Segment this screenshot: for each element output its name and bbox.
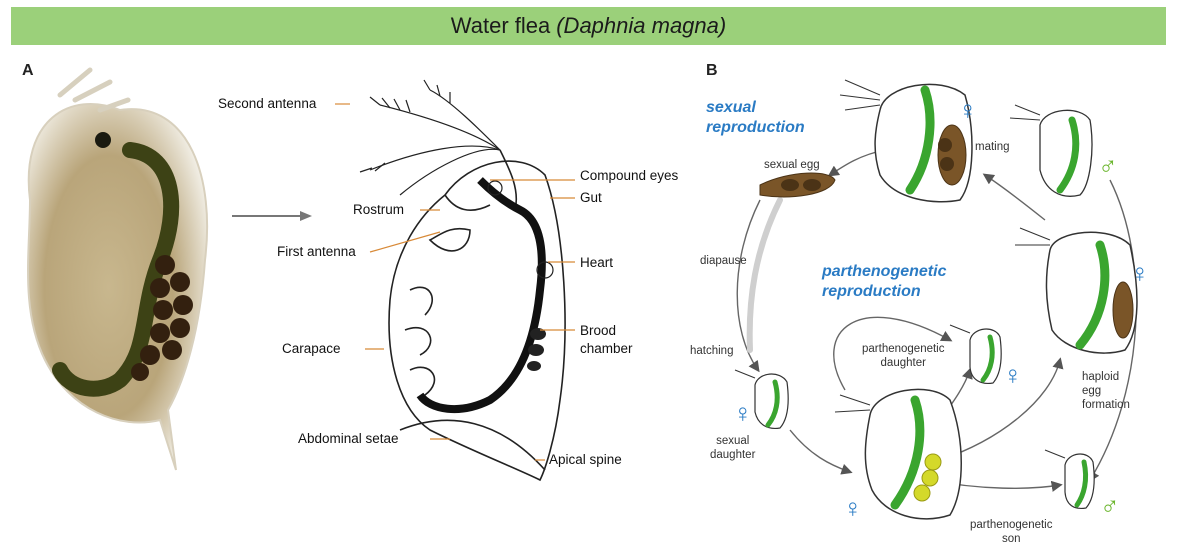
- label-sexual-egg: sexual egg: [764, 158, 820, 172]
- female-symbol-parthenogenetic-daughter: ♀: [1003, 360, 1023, 391]
- label-parthenogenetic-reproduction: parthenogenetic reproduction: [822, 262, 946, 302]
- label-parthenogenetic-son: parthenogenetic son: [970, 518, 1052, 546]
- daphnia-parthenogenetic-son: [1045, 450, 1094, 508]
- label-haploid-egg-formation: haploid egg formation: [1082, 370, 1130, 412]
- female-symbol-sexual-daughter: ♀: [733, 398, 753, 429]
- daphnia-female-mating: [840, 80, 972, 202]
- label-hatching: hatching: [690, 344, 733, 358]
- male-symbol-top: ♂: [1098, 150, 1118, 181]
- female-symbol-haploid: ♀: [1130, 258, 1150, 289]
- label-parthenogenetic-daughter: parthenogenetic daughter: [862, 342, 944, 370]
- label-diapause: diapause: [700, 254, 747, 268]
- daphnia-parthenogenetic-daughter: [950, 325, 1001, 383]
- female-symbol-parthenogenetic: ♀: [843, 493, 863, 524]
- label-sexual-reproduction: sexual reproduction: [706, 98, 805, 138]
- label-mating: mating: [975, 140, 1010, 154]
- label-sexual-daughter: sexual daughter: [710, 434, 755, 462]
- daphnia-female-haploid: [1015, 228, 1137, 353]
- male-symbol-son: ♂: [1100, 490, 1120, 521]
- female-symbol-mating: ♀: [958, 95, 978, 126]
- daphnia-male-top: [1010, 105, 1092, 196]
